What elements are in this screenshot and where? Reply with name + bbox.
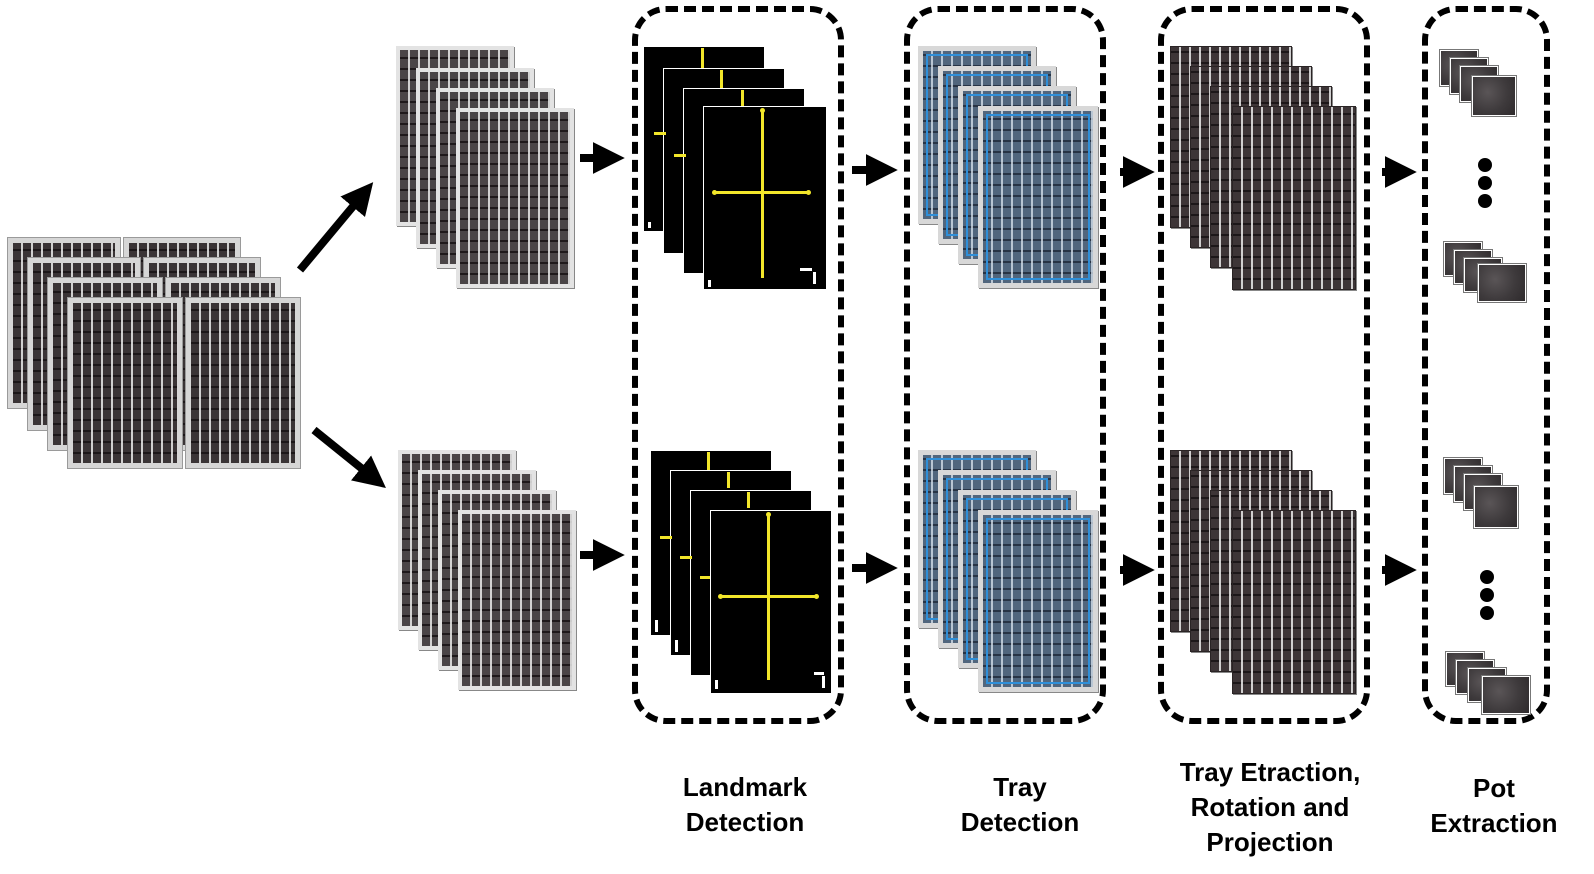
- tray-extraction-stage: [1158, 6, 1370, 724]
- label-line: Tray: [993, 772, 1047, 802]
- ellipsis-dot: [1480, 570, 1494, 584]
- split-top-tray-4: [456, 108, 574, 288]
- landmark-mask: [710, 510, 832, 694]
- label-line: Projection: [1206, 827, 1334, 857]
- input-tray-right-4: [185, 297, 301, 469]
- landmark-detection-stage: [632, 6, 844, 724]
- label-tray-extraction: Tray Etraction, Rotation and Projection: [1150, 755, 1390, 860]
- label-line: Tray Etraction,: [1179, 757, 1361, 787]
- label-line: Rotation and: [1190, 792, 1350, 822]
- ellipsis-dot: [1480, 606, 1494, 620]
- label-landmark-detection: Landmark Detection: [640, 770, 850, 840]
- label-pot-extraction: Pot Extraction: [1414, 771, 1574, 841]
- label-line: Pot: [1473, 773, 1515, 803]
- split-arrow-top: [296, 182, 374, 273]
- landmark-cross-horizontal: [714, 191, 810, 194]
- input-tray-left-4: [67, 297, 183, 469]
- label-line: Extraction: [1430, 808, 1558, 838]
- extracted-tray: [1232, 106, 1356, 290]
- label-tray-detection: Tray Detection: [915, 770, 1125, 840]
- landmark-mask: [703, 106, 827, 290]
- tray-detection-stage: [904, 6, 1106, 724]
- ellipsis-dot: [1478, 194, 1492, 208]
- detected-tray: [978, 106, 1098, 288]
- extracted-tray: [1232, 510, 1356, 694]
- label-line: Detection: [960, 807, 1080, 837]
- split-bottom-tray-4: [458, 510, 576, 690]
- split-arrow-bottom: [311, 426, 386, 489]
- ellipsis-dot: [1478, 158, 1492, 172]
- detected-tray: [978, 510, 1098, 692]
- ellipsis-dot: [1480, 588, 1494, 602]
- pot-extraction-stage: [1422, 6, 1550, 724]
- landmark-cross-vertical: [761, 110, 764, 278]
- label-line: Landmark: [682, 772, 808, 802]
- label-line: Detection: [685, 807, 805, 837]
- ellipsis-dot: [1478, 176, 1492, 190]
- landmark-cross-horizontal: [720, 595, 818, 598]
